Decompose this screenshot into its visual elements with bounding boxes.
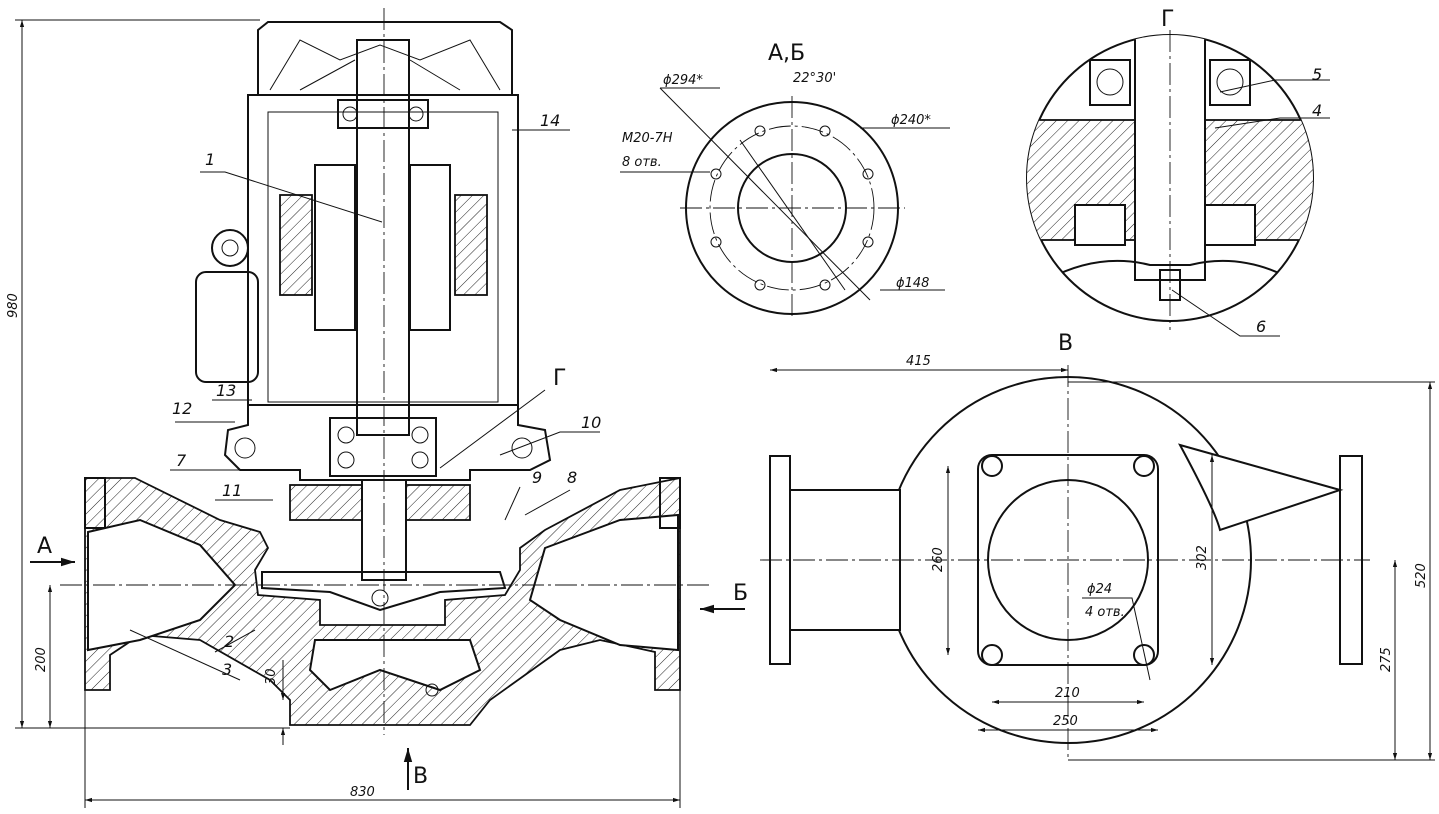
motor-inner: [267, 111, 499, 403]
dim-8-holes: 8 отв.: [622, 155, 662, 170]
view-v: [760, 365, 1435, 761]
dim-294: ϕ294*: [663, 73, 703, 88]
dim-m20: M20-7H: [622, 131, 673, 146]
bottom-channel: [308, 639, 482, 692]
stator-right: [454, 194, 488, 296]
dim-275: 275: [1379, 647, 1394, 672]
discharge-nozzle: [1178, 443, 1344, 532]
dim-250: 250: [1053, 714, 1078, 729]
section-marker-b: Б: [733, 581, 748, 606]
view-label-ab: А,Б: [768, 41, 805, 66]
callout-14: 14: [540, 111, 560, 130]
drain-plug: [425, 683, 439, 697]
bracket-hole: [234, 437, 256, 459]
detail-g-block-right: [1204, 204, 1256, 246]
detail-g-bearing-right: [1209, 59, 1251, 106]
lower-bearing: [329, 417, 437, 477]
bearing-ball: [411, 451, 429, 469]
callout-12: 12: [172, 399, 192, 418]
bearing-ball: [411, 426, 429, 444]
leader-294: [659, 87, 871, 301]
outlet-flange-top: [659, 477, 681, 529]
leader-6: [1171, 289, 1280, 337]
callout-1: 1: [205, 150, 215, 169]
dim-240: ϕ240*: [891, 113, 931, 128]
callout-7: 7: [176, 451, 187, 470]
fan-blades: [269, 39, 501, 91]
dim-980: 980: [6, 293, 21, 318]
lifting-eye: [211, 229, 249, 267]
bearing-ball: [408, 106, 424, 122]
callout-5: 5: [1312, 65, 1322, 84]
dim-520: 520: [1414, 563, 1429, 588]
section-marker-g: Г: [553, 366, 566, 391]
callout-11: 11: [222, 481, 242, 500]
dim-830: 830: [350, 785, 375, 800]
lantern-bracket: [223, 404, 552, 481]
detail-g-bearing-left: [1089, 59, 1131, 106]
inlet-flange-top: [84, 477, 106, 529]
bearing-ball: [337, 451, 355, 469]
callout-3: 3: [222, 660, 232, 679]
dim-30: 30: [264, 668, 279, 685]
flange-bolt-holes: [710, 125, 874, 291]
view-label-g-detail: Г: [1161, 7, 1174, 32]
upper-bearing: [337, 99, 429, 129]
callout-leaders: [129, 129, 600, 681]
dim-415: 415: [906, 354, 931, 369]
rotor-left: [314, 164, 356, 331]
terminal-box: [195, 271, 259, 383]
callout-6: 6: [1256, 317, 1266, 336]
callout-10: 10: [581, 413, 601, 432]
dim-200: 200: [34, 647, 49, 672]
callout-2: 2: [224, 632, 234, 651]
bearing-ball: [342, 106, 358, 122]
dim-148: ϕ148: [896, 276, 929, 291]
bracket-hole: [511, 437, 533, 459]
detail-g-view: [1026, 30, 1330, 337]
rotor-right: [409, 164, 451, 331]
leader-5: [1219, 79, 1330, 93]
section-marker-a: А: [37, 534, 52, 559]
dim-22-30: 22°30': [793, 71, 836, 86]
text-labels: А,Б Г В Г А Б В 1 2 3 4 5 6 7 8 9 10 11 …: [6, 7, 1429, 800]
section-marker-v: В: [413, 764, 428, 789]
flange-view-ab: [620, 87, 950, 320]
main-section-view: [15, 8, 745, 808]
callout-4: 4: [1312, 101, 1322, 120]
lifting-eye-hole: [221, 239, 239, 257]
callout-9: 9: [532, 468, 542, 487]
impeller-nut: [371, 589, 389, 607]
dim-260: 260: [931, 547, 946, 572]
leader-24: [1082, 597, 1151, 681]
callout-13: 13: [216, 381, 236, 400]
dim-210: 210: [1055, 686, 1080, 701]
bearing-ball: [337, 426, 355, 444]
dim-24: ϕ24: [1087, 582, 1112, 597]
detail-g-block-left: [1074, 204, 1126, 246]
fan-cover: [257, 21, 513, 96]
dim-4-holes: 4 отв.: [1085, 605, 1125, 620]
plate-holes: [981, 455, 1155, 666]
leader-148: [739, 139, 846, 291]
stator-left: [279, 194, 313, 296]
dim-302: 302: [1195, 545, 1210, 570]
view-label-v: В: [1058, 331, 1073, 356]
leader-4: [1214, 117, 1330, 129]
motor-shaft: [356, 39, 410, 436]
impeller: [261, 571, 507, 612]
outlet-channel: [528, 513, 679, 652]
callout-8: 8: [567, 468, 577, 487]
